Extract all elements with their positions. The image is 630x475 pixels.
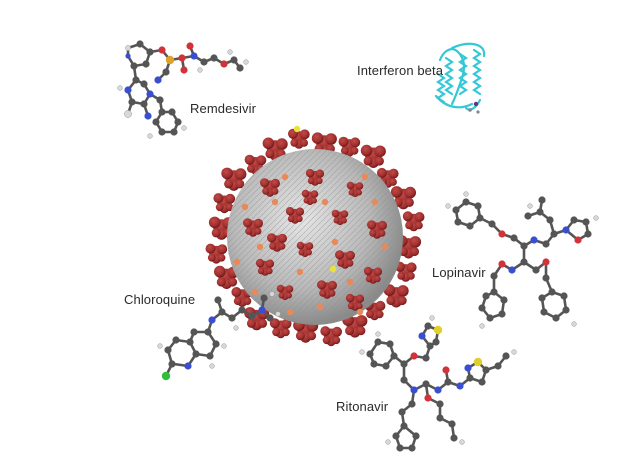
virus-front-spikes — [243, 169, 387, 311]
front-spike — [346, 181, 364, 198]
front-spike — [363, 266, 383, 284]
orange-protein — [331, 238, 339, 246]
front-spike — [301, 189, 319, 206]
front-spike — [267, 233, 287, 252]
front-spike — [285, 207, 305, 224]
spike — [402, 211, 425, 232]
orange-protein — [361, 173, 369, 181]
front-spike — [276, 284, 294, 301]
orange-protein — [296, 268, 304, 276]
orange-protein — [271, 198, 279, 206]
orange-protein — [346, 278, 354, 286]
orange-protein — [256, 243, 264, 251]
front-spike — [255, 258, 275, 276]
label-interferon-beta: Interferon beta — [357, 63, 444, 78]
front-spike — [243, 218, 263, 237]
spike — [383, 284, 409, 308]
orange-protein — [251, 288, 259, 296]
spike — [205, 243, 228, 264]
spike — [338, 136, 361, 157]
orange-protein — [371, 198, 379, 206]
spike — [221, 167, 247, 191]
spike — [213, 193, 236, 214]
spike — [390, 186, 417, 210]
orange-protein — [286, 308, 294, 316]
spike — [360, 144, 386, 169]
orange-protein — [356, 308, 364, 316]
label-ritonavir: Ritonavir — [336, 399, 389, 414]
front-spike — [305, 169, 325, 186]
orange-protein — [281, 173, 289, 181]
front-spike — [296, 241, 314, 258]
front-spike — [367, 220, 387, 239]
front-spike — [260, 178, 280, 197]
spike — [288, 128, 310, 149]
label-chloroquine: Chloroquine — [124, 292, 196, 307]
virus-spike-ring — [205, 128, 425, 347]
yellow-protein — [329, 265, 337, 273]
spike — [320, 326, 342, 347]
orange-protein — [241, 203, 249, 211]
orange-protein — [316, 303, 324, 311]
front-spike — [335, 250, 355, 269]
front-spike — [317, 280, 337, 299]
spike — [342, 314, 368, 338]
spike — [394, 261, 417, 282]
orange-protein — [233, 258, 241, 266]
virus-surface-proteins — [233, 125, 389, 316]
label-lopinavir: Lopinavir — [432, 265, 486, 280]
label-remdesivir: Remdesivir — [190, 101, 257, 116]
orange-protein — [321, 198, 329, 206]
front-spike — [345, 293, 365, 311]
yellow-protein — [293, 125, 301, 133]
front-spike — [331, 209, 349, 226]
orange-protein — [381, 243, 389, 251]
spike — [262, 137, 288, 161]
